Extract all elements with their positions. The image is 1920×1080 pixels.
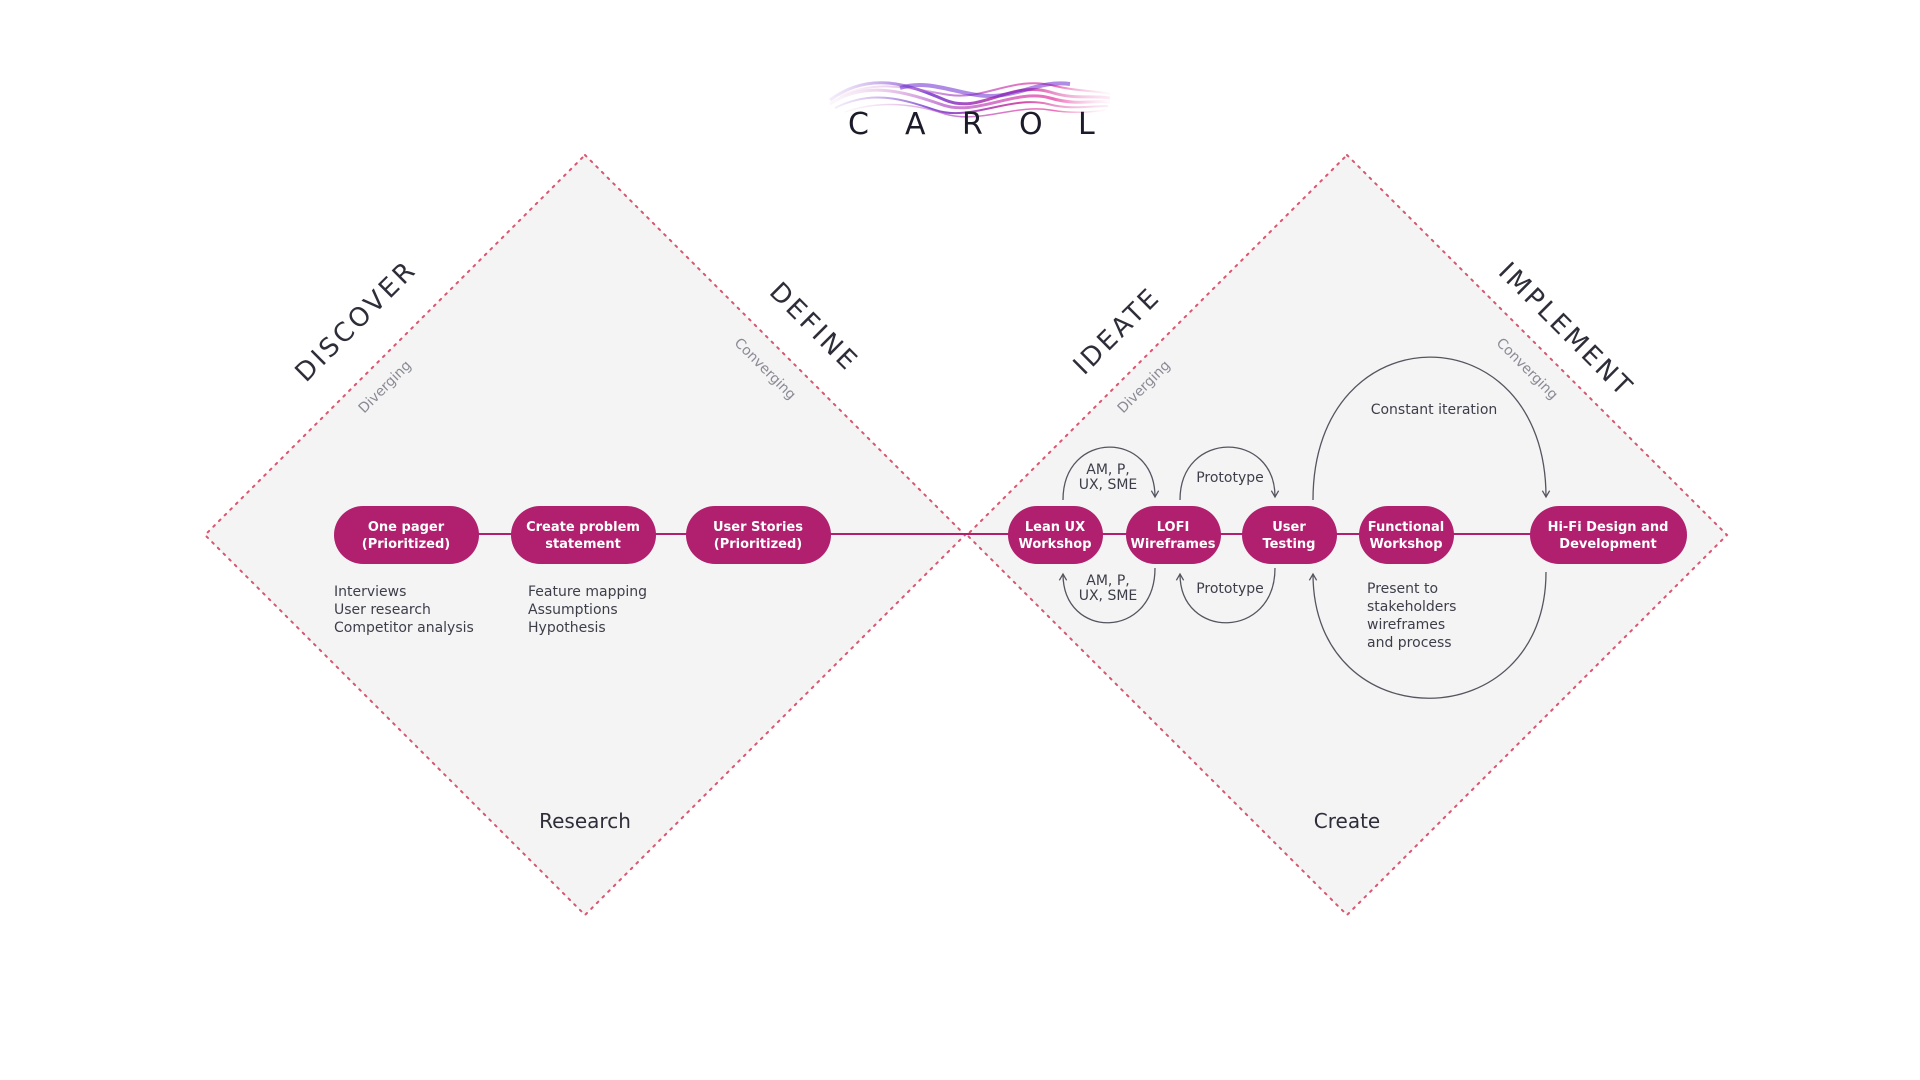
iteration-loops	[1058, 356, 1551, 699]
note-present-line2: stakeholders	[1367, 599, 1456, 615]
note-loop-top-1-line2: UX, SME	[1079, 477, 1138, 493]
logo-wave	[829, 81, 1111, 118]
step-lean-ux-line1: Lean UX	[1025, 520, 1085, 535]
note-present-line4: and process	[1367, 635, 1452, 651]
step-user-testing: User Testing	[1242, 506, 1337, 564]
notes-present: Present to stakeholders wireframes and p…	[1367, 581, 1456, 651]
step-lofi-line1: LOFI	[1157, 520, 1190, 535]
step-user-stories-line2: (Prioritized)	[714, 537, 802, 552]
note-interviews: Interviews	[334, 584, 406, 600]
step-one-pager: One pager (Prioritized)	[334, 506, 479, 564]
note-assumptions: Assumptions	[528, 602, 618, 618]
step-functional-workshop: Functional Workshop	[1359, 506, 1454, 564]
step-lofi-wireframes: LOFI Wireframes	[1126, 506, 1221, 564]
note-feature-mapping: Feature mapping	[528, 584, 647, 600]
note-competitor-analysis: Competitor analysis	[334, 620, 474, 636]
step-one-pager-line1: One pager	[368, 520, 445, 535]
loop-bottom-1-arrow	[1058, 567, 1156, 624]
section-research-label: Research	[539, 809, 631, 833]
note-hypothesis: Hypothesis	[528, 620, 606, 636]
loop-top-2-arrow	[1179, 446, 1280, 501]
note-loop-bottom-1-line1: AM, P,	[1086, 573, 1129, 589]
logo-letter-o: O	[1019, 107, 1043, 142]
step-hifi-line1: Hi-Fi Design and	[1548, 520, 1669, 535]
present-loop-arrow	[1308, 571, 1547, 699]
step-lofi-line2: Wireframes	[1131, 537, 1216, 552]
note-constant-iteration: Constant iteration	[1371, 402, 1498, 418]
step-one-pager-line2: (Prioritized)	[362, 537, 450, 552]
constant-iteration-arrow	[1312, 356, 1551, 501]
loop-top-1-arrow	[1062, 446, 1160, 501]
note-user-research: User research	[334, 602, 431, 618]
step-user-testing-line2: Testing	[1263, 537, 1316, 552]
note-present-line3: wireframes	[1367, 617, 1445, 633]
step-hifi-line2: Development	[1559, 537, 1656, 552]
step-problem-statement: Create problem statement	[511, 506, 656, 564]
notes-problem-statement: Feature mapping Assumptions Hypothesis	[528, 584, 647, 636]
note-loop-top-1-line1: AM, P,	[1086, 462, 1129, 478]
step-problem-statement-line2: statement	[545, 537, 621, 552]
logo-letter-r: R	[962, 107, 983, 142]
step-user-stories: User Stories (Prioritized)	[686, 506, 831, 564]
step-functional-workshop-line1: Functional	[1368, 520, 1445, 535]
notes-one-pager: Interviews User research Competitor anal…	[334, 584, 474, 636]
step-user-stories-line1: User Stories	[713, 520, 803, 535]
loop-bottom-2-arrow	[1175, 567, 1276, 624]
note-prototype-bottom: Prototype	[1196, 581, 1264, 597]
step-user-testing-line1: User	[1272, 520, 1306, 535]
step-problem-statement-line1: Create problem	[526, 520, 640, 535]
logo-letter-c: C	[848, 107, 869, 142]
step-lean-ux-workshop: Lean UX Workshop	[1008, 506, 1103, 564]
carol-logo: C A R O L	[829, 81, 1111, 142]
step-lean-ux-line2: Workshop	[1018, 537, 1091, 552]
step-functional-workshop-line2: Workshop	[1369, 537, 1442, 552]
section-create-label: Create	[1314, 809, 1380, 833]
note-prototype-top: Prototype	[1196, 470, 1264, 486]
note-loop-bottom-1-line2: UX, SME	[1079, 588, 1138, 604]
note-present-line1: Present to	[1367, 581, 1438, 597]
logo-letter-a: A	[905, 107, 926, 142]
logo-letter-l: L	[1078, 107, 1095, 142]
step-hifi-design: Hi-Fi Design and Development	[1530, 506, 1687, 564]
